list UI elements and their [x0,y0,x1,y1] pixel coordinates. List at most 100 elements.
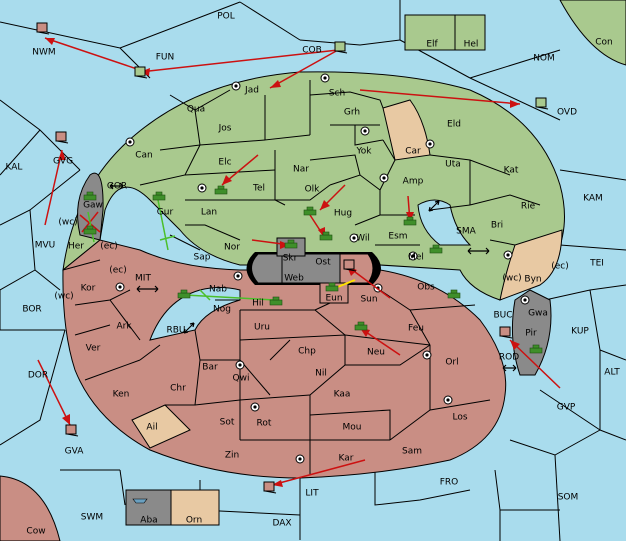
label-tei: TEI [589,259,604,269]
double-arrow-icon [136,285,159,293]
inlet-sma [417,199,472,246]
label-rod: ROD [499,353,519,363]
region-box-elf-hel [404,14,486,51]
label-ken: Ken [113,390,130,400]
label-coast-ec-kor: (ec) [109,266,127,276]
label-orl: Orl [445,358,458,368]
label-sun: Sun [360,295,377,305]
ship-icon [499,326,513,339]
label-mel: Mel [408,253,424,263]
label-rbu: RBU [166,326,185,336]
label-sam: Sam [402,447,422,457]
label-gaw: Gaw [83,201,103,211]
fleets [36,22,549,504]
region-web [251,253,283,284]
label-coast-wc-byn: (wc) [502,274,521,284]
label-gvp: GVP [557,403,576,413]
ship-icon [134,66,148,79]
label-wil: Wil [356,234,370,244]
label-sot: Sot [220,418,235,428]
label-cob: COB [302,46,322,56]
label-alt: ALT [604,368,620,378]
label-jos: Jos [218,124,232,134]
label-feu: Feu [408,324,424,334]
label-nar: Nar [293,165,309,175]
region-gaw [77,172,104,241]
label-sch: Sch [329,89,345,99]
region-byn [499,229,563,301]
region-car [382,99,431,161]
label-jad: Jad [244,86,259,96]
tank-icon [152,191,166,201]
label-gvg: GVG [53,157,73,167]
label-con: Con [595,38,613,48]
label-nwm: NWM [32,48,55,58]
tank-icon [83,225,97,235]
label-hug: Hug [334,209,352,219]
label-cow: Cow [26,527,45,537]
tank-icon [214,185,228,195]
tank-icon [354,321,368,331]
label-bar: Bar [202,363,218,373]
label-chr: Chr [170,384,186,394]
label-car: Car [405,147,421,157]
label-rie: Rie [521,202,536,212]
label-mit: MIT [135,274,151,284]
label-elf: Elf [426,40,438,50]
tank-icon [529,344,543,354]
label-bor: BOR [22,305,41,315]
label-nil: Nil [315,369,327,379]
label-skr: Skr [283,254,298,264]
inlet-rbu [149,287,241,341]
label-mvu: MVU [35,241,56,251]
double-arrow-icon [428,200,440,212]
label-qwi: Qwi [233,374,250,384]
tank-icon [403,216,417,226]
region-orn [170,489,220,526]
tank-icon [269,296,283,306]
label-bri: Bri [491,221,503,231]
label-ail: Ail [146,423,157,433]
label-olk: Olk [305,185,321,195]
label-zin: Zin [225,451,239,461]
label-ost: Ost [315,258,331,268]
label-grh: Grh [344,108,360,118]
label-hel: Hel [464,40,479,50]
armies [83,185,543,354]
label-nor: Nor [224,243,240,253]
label-kup: KUP [571,327,589,337]
label-coast-ec-byn: (ec) [551,262,569,272]
label-sap: Sap [194,253,211,263]
label-ovd: OVD [557,108,577,118]
tank-icon [284,239,298,249]
label-lan: Lan [201,208,217,218]
label-som: SOM [558,493,579,503]
region-aba [125,489,172,526]
label-dor: DOR [28,371,48,381]
label-coast-ec-her: (ec) [100,242,118,252]
label-dax: DAX [272,519,291,529]
tank-icon [177,289,191,299]
label-nab: Nab [209,285,227,295]
tank-icon [319,231,333,241]
label-ark: Ark [116,322,132,332]
label-kaa: Kaa [334,390,351,400]
label-nog: Nog [213,305,231,315]
label-tel: Tel [252,184,265,194]
region-pir [511,289,552,376]
label-yok: Yok [355,147,372,157]
label-buc: BUC [493,311,512,321]
tank-icon [447,289,461,299]
label-esm: Esm [388,232,407,242]
label-fun: FUN [156,53,175,63]
tank-icon [83,191,97,201]
label-neu: Neu [367,348,385,358]
ship-icon [55,131,69,144]
label-kat: Kat [504,166,519,176]
tank-icon [325,282,339,292]
label-obs: Obs [417,283,435,293]
tank-icon [303,206,317,216]
